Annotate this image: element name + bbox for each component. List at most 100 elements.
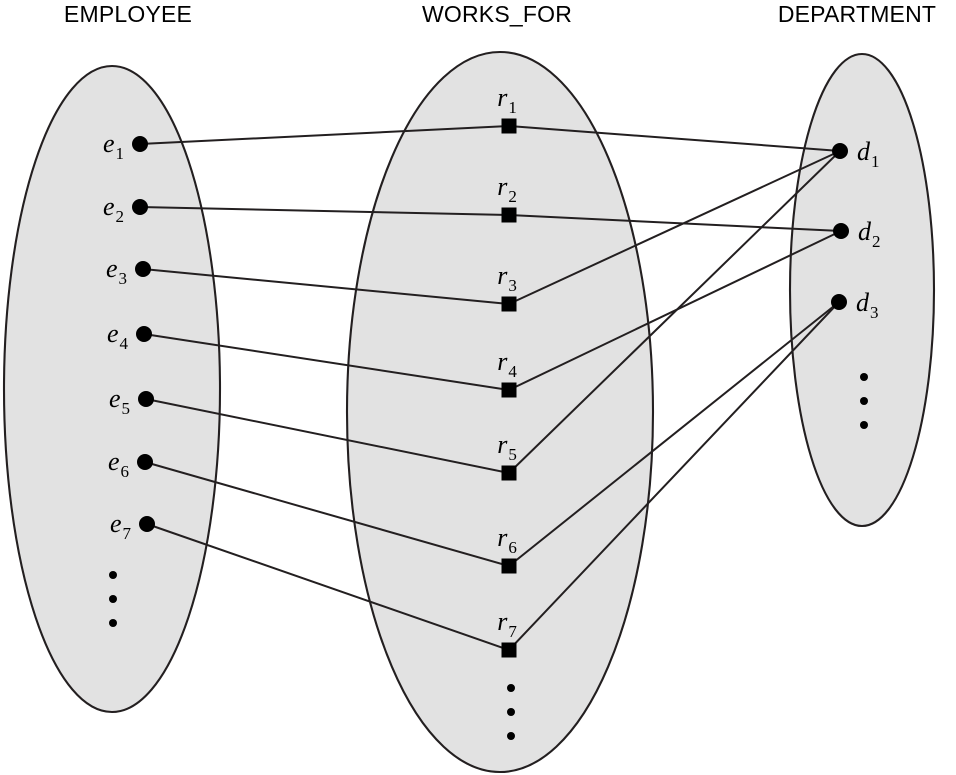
node-label-base-d1: d (857, 137, 871, 166)
node-label-base-r7: r (497, 607, 508, 636)
relationship-department-links (508, 125, 842, 651)
link-r6-d3 (508, 301, 840, 567)
node-label-sub-r2: 2 (508, 187, 517, 206)
node-label-sub-r1: 1 (508, 98, 517, 117)
node-label-sub-e6: 6 (121, 462, 130, 481)
node-marker-e1 (132, 136, 148, 152)
node-marker-r1 (501, 118, 517, 134)
node-label-e6: e6 (108, 447, 129, 481)
node-label-base-d3: d (856, 288, 870, 317)
node-label-sub-r6: 6 (508, 538, 517, 557)
ellipsis-department (860, 373, 868, 429)
node-marker-e7 (139, 516, 155, 532)
node-label-base-d2: d (858, 217, 872, 246)
entity-set-ellipses (2, 50, 936, 774)
node-label-sub-e7: 7 (123, 524, 132, 543)
node-label-e2: e2 (103, 192, 124, 226)
set-title-works_for: WORKS_FOR (422, 1, 572, 27)
node-marker-d1 (832, 143, 848, 159)
node-label-sub-r7: 7 (508, 622, 517, 641)
ellipse-department (788, 52, 936, 528)
node-label-base-e7: e (110, 509, 122, 538)
node-label-sub-r5: 5 (508, 445, 517, 464)
node-label-base-e5: e (109, 384, 121, 413)
node-label-base-r5: r (497, 430, 508, 459)
link-r3-d1 (508, 150, 841, 305)
set-title-employee: EMPLOYEE (64, 1, 192, 27)
link-r7-d3 (508, 301, 840, 651)
node-marker-e5 (138, 391, 154, 407)
link-e3-r3 (142, 268, 510, 305)
node-label-r5: r5 (497, 430, 517, 464)
node-label-sub-r3: 3 (508, 276, 517, 295)
ellipsis-dot (507, 684, 515, 692)
node-label-base-e2: e (103, 192, 115, 221)
node-label-e3: e3 (106, 254, 127, 288)
node-label-r1: r1 (497, 83, 517, 117)
link-e6-r6 (144, 461, 510, 567)
link-e2-r2 (139, 206, 510, 216)
node-label-d1: d1 (857, 137, 880, 171)
node-label-sub-e4: 4 (120, 334, 129, 353)
node-label-r2: r2 (497, 172, 517, 206)
link-e1-r1 (139, 125, 510, 145)
link-r5-d1 (508, 150, 841, 474)
node-label-base-r4: r (497, 347, 508, 376)
node-label-sub-d2: 2 (872, 232, 881, 251)
node-marker-d3 (831, 294, 847, 310)
link-r1-d1 (508, 125, 841, 152)
node-marker-r6 (501, 558, 517, 574)
node-marker-r2 (501, 207, 517, 223)
ellipsis-employee (109, 571, 117, 627)
node-marker-r4 (501, 382, 517, 398)
node-label-base-r1: r (497, 83, 508, 112)
node-label-sub-d3: 3 (870, 303, 879, 322)
ellipsis-dot (109, 571, 117, 579)
connection-lines (139, 125, 842, 651)
node-label-e4: e4 (107, 319, 129, 353)
set-title-department: DEPARTMENT (778, 1, 936, 27)
node-marker-e6 (137, 454, 153, 470)
node-label-base-r2: r (497, 172, 508, 201)
node-label-e5: e5 (109, 384, 130, 418)
node-label-base-e6: e (108, 447, 120, 476)
ellipsis-dot (507, 708, 515, 716)
node-marker-d2 (833, 223, 849, 239)
node-label-sub-r4: 4 (508, 362, 517, 381)
ellipsis-dot (109, 619, 117, 627)
ellipsis-dot (860, 373, 868, 381)
node-label-base-r6: r (497, 523, 508, 552)
node-label-base-e1: e (103, 129, 115, 158)
node-label-r6: r6 (497, 523, 517, 557)
node-label-d3: d3 (856, 288, 879, 322)
ellipsis-dot (860, 421, 868, 429)
ellipsis-works_for (507, 684, 515, 740)
node-label-e1: e1 (103, 129, 124, 163)
node-label-base-r3: r (497, 261, 508, 290)
node-label-d2: d2 (858, 217, 881, 251)
node-label-sub-e3: 3 (119, 269, 128, 288)
link-e4-r4 (143, 333, 510, 391)
node-label-sub-e1: 1 (116, 144, 125, 163)
node-marker-r7 (501, 642, 517, 658)
node-marker-e3 (135, 261, 151, 277)
node-label-r3: r3 (497, 261, 517, 295)
ellipsis-dot (860, 397, 868, 405)
ellipse-employee (2, 64, 222, 714)
node-marker-r3 (501, 296, 517, 312)
node-label-base-e3: e (106, 254, 118, 283)
node-label-e7: e7 (110, 509, 132, 543)
node-label-sub-d1: 1 (871, 152, 880, 171)
node-marker-e2 (132, 199, 148, 215)
node-label-r4: r4 (497, 347, 517, 381)
ellipsis-dot (507, 732, 515, 740)
node-marker-r5 (501, 465, 517, 481)
link-e5-r5 (145, 398, 510, 474)
ellipse-works_for (345, 50, 655, 774)
